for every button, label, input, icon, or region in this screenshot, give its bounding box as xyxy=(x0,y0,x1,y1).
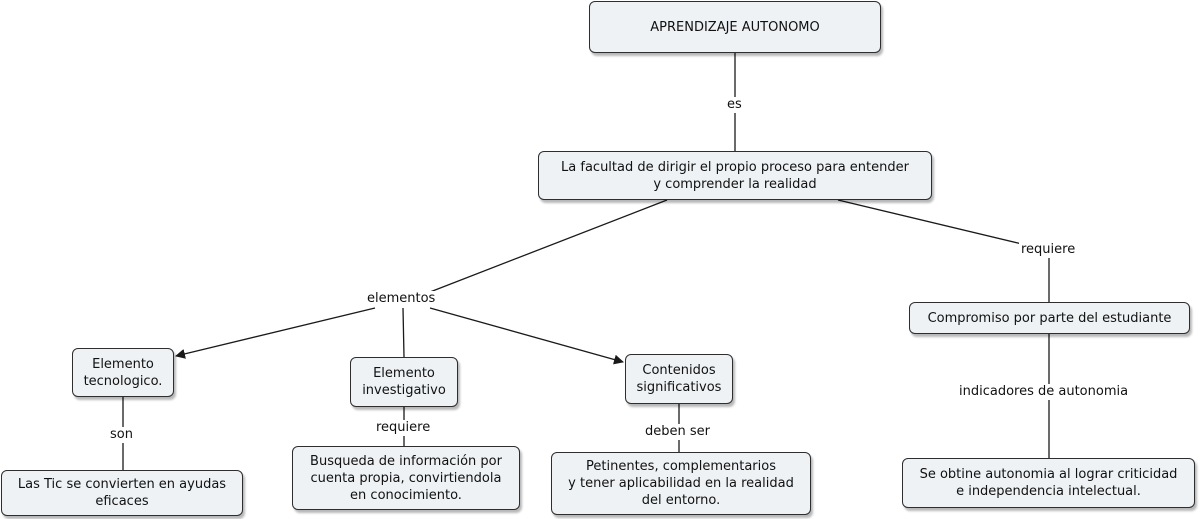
link-label-son: son xyxy=(108,427,135,443)
edge-elementos-investigativo xyxy=(402,307,405,358)
concept-compromiso[interactable]: Compromiso por parte del estudiante xyxy=(909,302,1190,334)
concept-investigativo[interactable]: Elemento investigativo xyxy=(350,357,458,407)
concept-autonomia[interactable]: Se obtine autonomia al lograr criticidad… xyxy=(902,458,1195,508)
edge-facultad-requiere xyxy=(837,199,1023,245)
concept-contenidos[interactable]: Contenidos significativos xyxy=(625,354,733,404)
link-label-indicadores: indicadores de autonomia xyxy=(957,384,1131,400)
link-label-requiere-compromiso: requiere xyxy=(1019,242,1078,258)
concept-facultad[interactable]: La facultad de dirigir el propio proceso… xyxy=(538,151,932,200)
concept-petinentes[interactable]: Petinentes, complementarios y tener apli… xyxy=(551,452,811,515)
link-label-elementos: elementos xyxy=(365,291,438,307)
link-label-requiere-busqueda: requiere xyxy=(374,420,433,436)
edge-elementos-contenidos xyxy=(429,307,624,365)
link-label-es: es xyxy=(725,97,744,113)
edge-facultad-elementos xyxy=(429,199,668,293)
link-label-deben-ser: deben ser xyxy=(643,424,712,440)
concept-tecnologico[interactable]: Elemento tecnologico. xyxy=(72,348,174,397)
concept-root[interactable]: APRENDIZAJE AUTONOMO xyxy=(589,1,881,53)
edge-elementos-tecnologico xyxy=(175,307,376,359)
concept-busqueda[interactable]: Busqueda de información por cuenta propi… xyxy=(292,446,520,510)
concept-tic[interactable]: Las Tic se convierten en ayudas eficaces xyxy=(1,470,243,516)
